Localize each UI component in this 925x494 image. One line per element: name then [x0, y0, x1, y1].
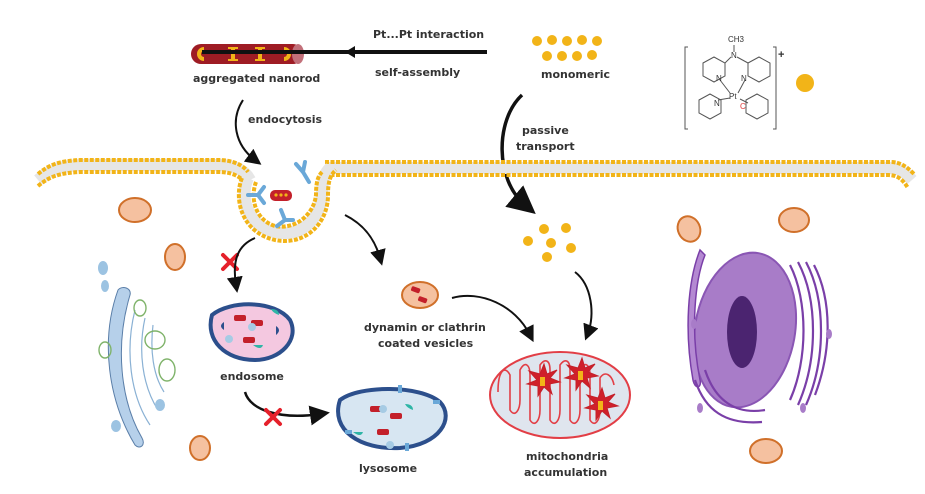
charge-label: + [778, 49, 784, 61]
n-label-bottom: N [714, 99, 720, 108]
blocked-marker-2 [264, 408, 282, 426]
n-label-right: N [741, 74, 747, 83]
coated-vesicle [401, 281, 439, 309]
small-vesicles [118, 197, 810, 464]
vesicle-to-mito-arrow [451, 294, 534, 343]
lysosome [336, 385, 448, 451]
vesicles-label-line2: coated vesicles [378, 337, 474, 350]
cell-membrane [34, 158, 917, 243]
nucleolus [727, 296, 757, 368]
transport-label: transport [516, 140, 575, 153]
endosome [208, 302, 295, 363]
passive-label: passive [522, 124, 569, 137]
monomeric-cluster [532, 35, 602, 61]
c-label: C [740, 102, 746, 111]
mitochondrion [489, 351, 631, 439]
mitochondria-label-line2: accumulation [524, 466, 608, 479]
lysosome-label: lysosome [359, 462, 417, 475]
self-assembly-label: self-assembly [375, 66, 461, 79]
mitochondria-label-line1: mitochondria [526, 450, 609, 463]
clathrin-receptors [246, 160, 311, 228]
golgi-apparatus [98, 261, 176, 448]
vesicle-arrow [344, 214, 386, 266]
endosome-arrow-blocked [226, 237, 256, 293]
endosome-label: endosome [220, 370, 284, 383]
vesicles-label-line1: dynamin or clathrin [364, 321, 486, 334]
lysosome-arrow-blocked [243, 391, 330, 426]
passive-transport-arrow [500, 93, 536, 214]
aggregated-nanorod-label: aggregated nanorod [193, 72, 321, 85]
endocytosis-label: endocytosis [248, 113, 323, 126]
monomeric-label: monomeric [541, 68, 611, 81]
monomer-to-mito-arrow [574, 271, 599, 341]
nanorod-in-pit [270, 190, 292, 201]
free-monomers [523, 223, 576, 262]
nucleus-with-er [687, 248, 832, 424]
n-label-top: N [731, 51, 737, 60]
n-label-left: N [716, 74, 722, 83]
pt-label: Pt [729, 92, 737, 101]
monomer-legend-dot [796, 74, 814, 92]
methyl-label: CH3 [728, 35, 745, 44]
pt-interaction-label: Pt...Pt interaction [373, 28, 485, 41]
pt-complex-structure [684, 45, 777, 130]
endocytosis-arrow [234, 99, 262, 165]
